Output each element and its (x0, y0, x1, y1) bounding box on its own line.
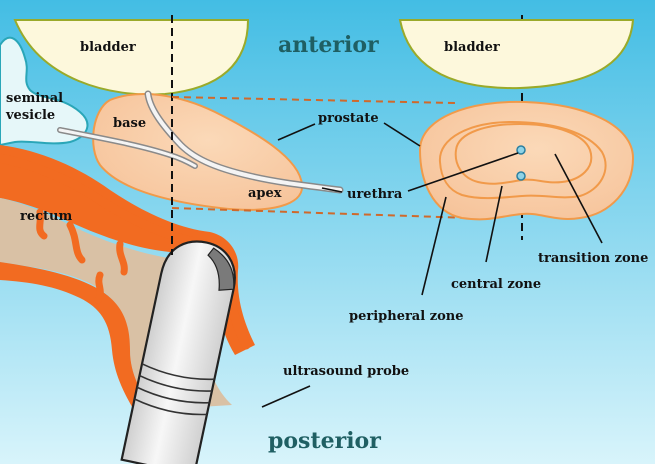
bladder-left-label: bladder (80, 40, 136, 55)
prostate-transverse-shape (420, 102, 633, 219)
urethra-label: urethra (347, 187, 403, 202)
peripheral-zone-label: peripheral zone (349, 309, 463, 324)
posterior-label: posterior (268, 428, 381, 454)
bladder-right-label: bladder (444, 40, 500, 55)
apex-label: apex (248, 186, 282, 201)
prostate-label: prostate (318, 111, 379, 126)
base-label: base (113, 116, 146, 131)
seminal-label-line1: seminal (6, 91, 63, 106)
ultrasound-probe-label: ultrasound probe (283, 364, 409, 379)
urethra-dot-upper (517, 146, 525, 154)
vesicle-label-line2: vesicle (5, 108, 55, 123)
anterior-label: anterior (278, 32, 379, 58)
rectum-label: rectum (20, 209, 72, 224)
transition-zone-label: transition zone (538, 251, 648, 266)
central-zone-label: central zone (451, 277, 541, 292)
urethra-dot-lower (517, 172, 525, 180)
